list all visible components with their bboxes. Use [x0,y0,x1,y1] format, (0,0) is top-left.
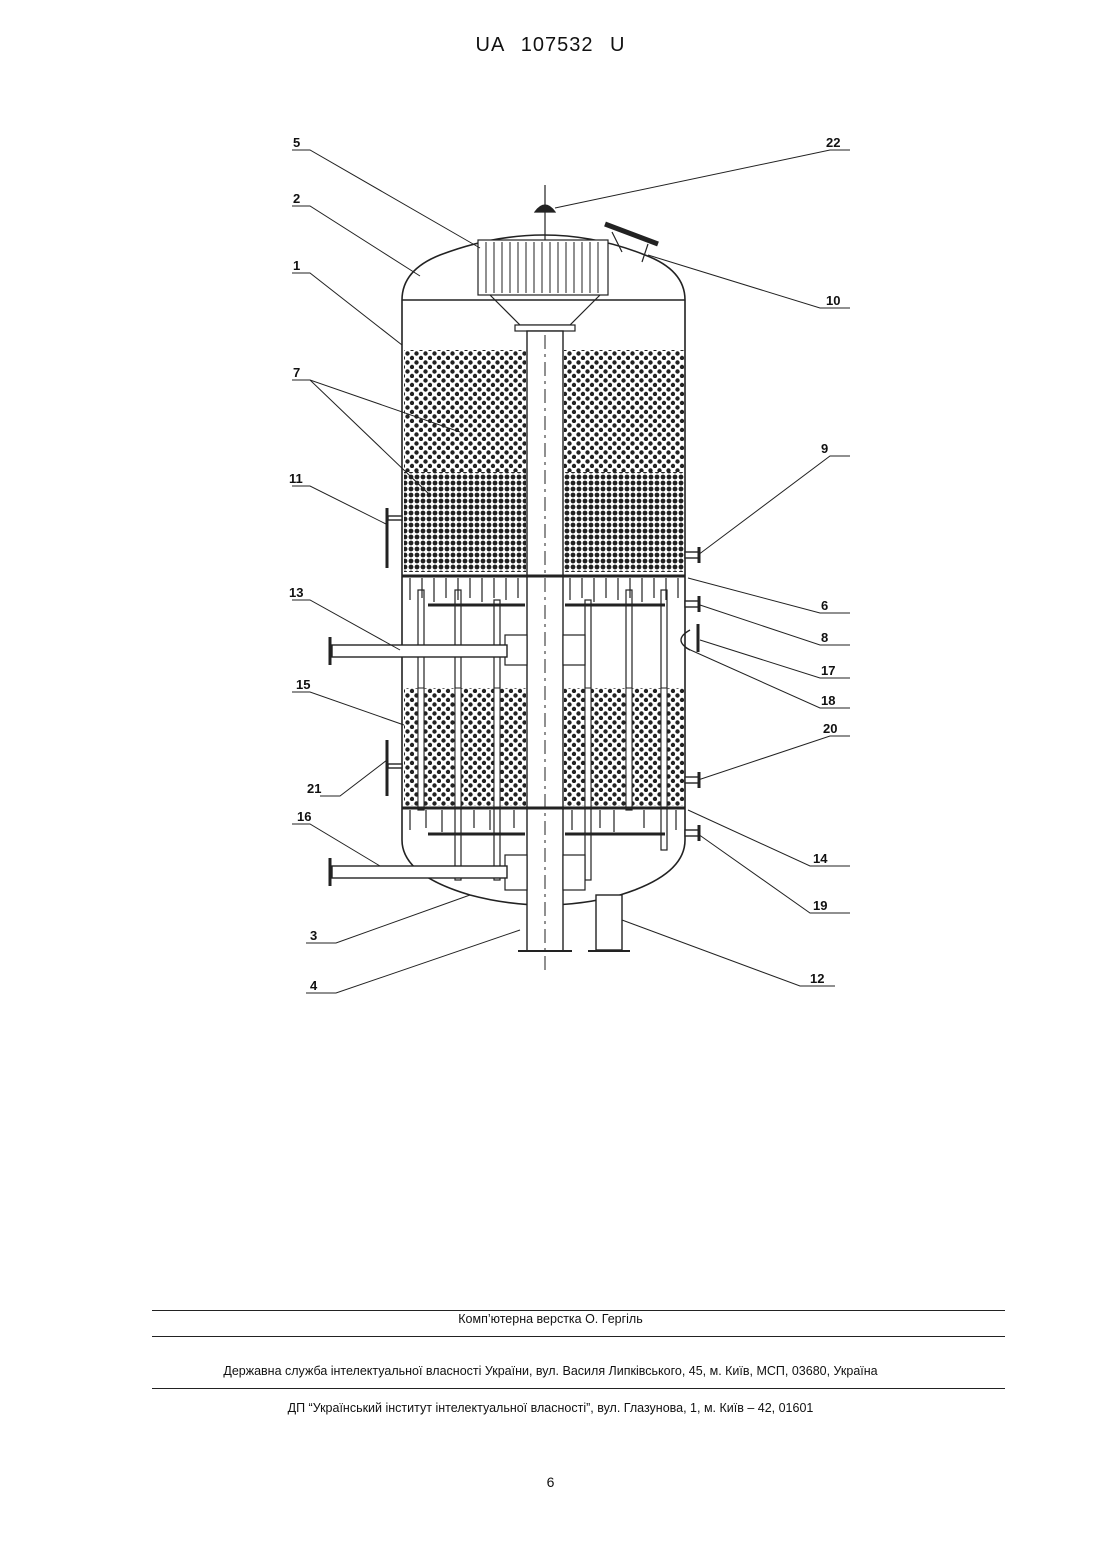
label-16: 16 [297,809,311,824]
label-18: 18 [821,693,835,708]
label-11: 11 [289,471,303,486]
technical-drawing: 5 2 1 7 11 13 15 21 16 3 4 22 10 9 6 8 1… [0,0,1101,1050]
label-15: 15 [296,677,310,692]
label-4: 4 [310,978,318,993]
label-12: 12 [810,971,824,986]
footer-rule [152,1336,1005,1337]
footer-institute-address: ДП “Український інститут інтелектуальної… [0,1401,1101,1415]
label-19: 19 [813,898,827,913]
label-7: 7 [293,365,300,380]
page-number: 6 [0,1474,1101,1490]
label-1: 1 [293,258,300,273]
label-8: 8 [821,630,828,645]
label-21: 21 [307,781,321,796]
label-9: 9 [821,441,828,456]
label-20: 20 [823,721,837,736]
footer-rule [152,1388,1005,1389]
label-6: 6 [821,598,828,613]
footer-office-address: Державна служба інтелектуальної власност… [0,1364,1101,1378]
label-3: 3 [310,928,317,943]
label-5: 5 [293,135,300,150]
label-17: 17 [821,663,835,678]
label-10: 10 [826,293,840,308]
top-distributor [478,185,658,331]
label-13: 13 [289,585,303,600]
footer-layout-credit: Комп’ютерна верстка О. Гергіль [0,1312,1101,1326]
label-22: 22 [826,135,840,150]
label-2: 2 [293,191,300,206]
label-14: 14 [813,851,828,866]
footer-rule [152,1310,1005,1311]
